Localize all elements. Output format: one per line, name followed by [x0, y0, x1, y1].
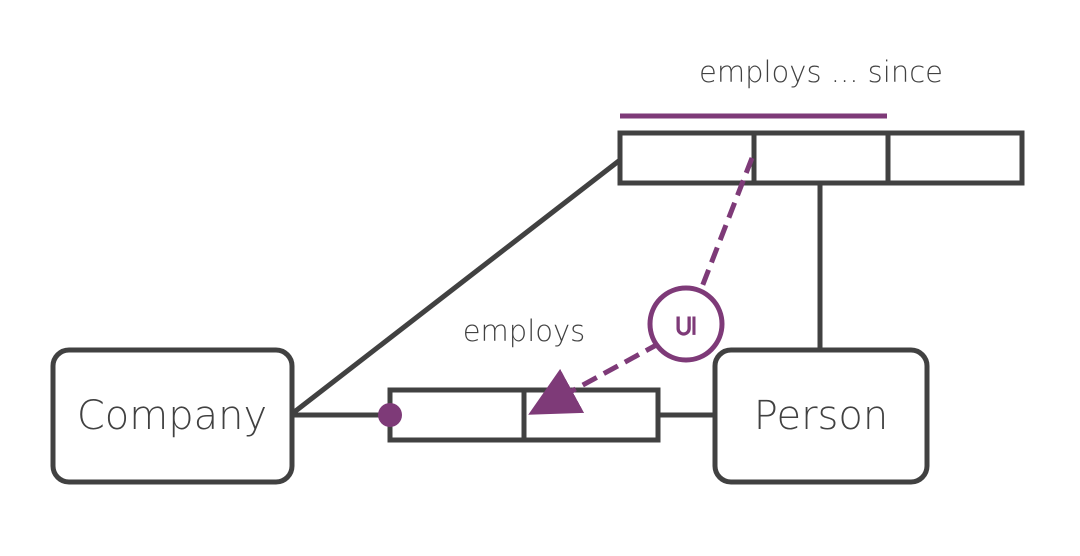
fact-type-employs-reading: employs: [463, 314, 586, 348]
subset-constraint-circle: [647, 285, 725, 363]
fact-type-employs[interactable]: employs: [387, 314, 661, 443]
entity-person[interactable]: Person: [712, 347, 930, 485]
connector-company-to-since-role-1: [291, 158, 622, 415]
entity-company[interactable]: Company: [50, 347, 295, 485]
entity-company-shape: [50, 347, 295, 485]
fact-type-employs-role-2[interactable]: [521, 387, 661, 443]
mandatory-role-dot: [378, 403, 402, 427]
entity-person-shape: [712, 347, 930, 485]
fact-type-employs-since-role-3[interactable]: [885, 130, 1025, 186]
fact-type-employs-role-1[interactable]: [387, 387, 527, 443]
fact-type-employs-since-role-2[interactable]: [751, 130, 891, 186]
fact-type-employs-since-role-1[interactable]: [617, 130, 757, 186]
subset-constraint[interactable]: ⊆: [647, 285, 725, 363]
fact-type-employs-since[interactable]: employs ... since: [617, 55, 1025, 186]
subset-symbol-icon: ⊆: [669, 313, 704, 338]
fact-type-employs-since-reading: employs ... since: [699, 55, 943, 89]
entity-person-label: Person: [754, 393, 888, 439]
entity-company-label: Company: [77, 393, 267, 439]
